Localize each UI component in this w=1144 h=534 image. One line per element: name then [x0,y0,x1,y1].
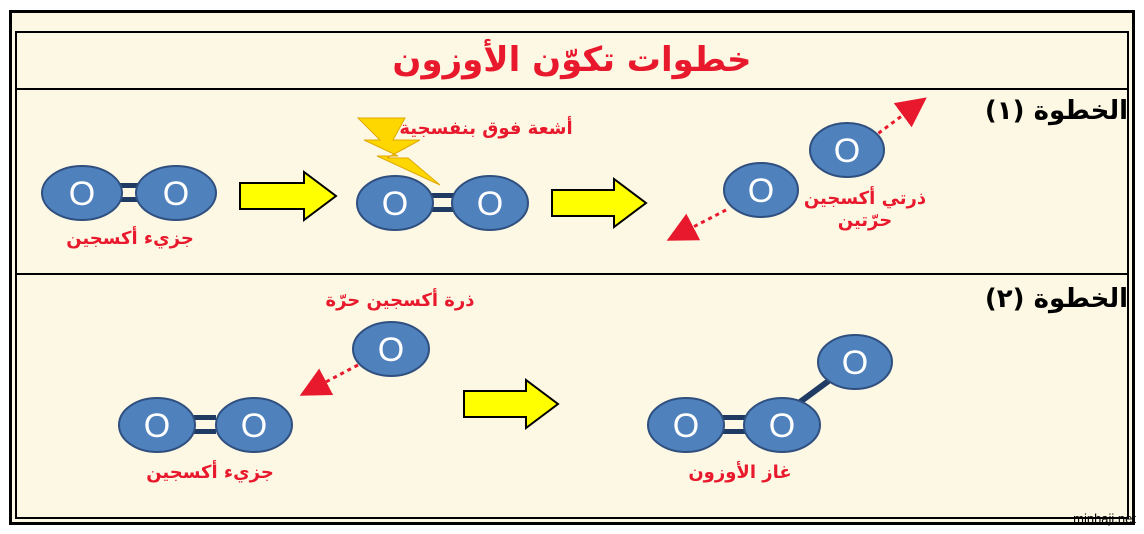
free-oxygen-atom [352,321,430,377]
motion-arrow [299,363,359,396]
atom-symbol: O [241,407,267,445]
oxygen-atom [41,165,123,221]
oxygen-atom [817,334,893,390]
oxygen-atom [118,397,196,453]
atom-symbol: O [748,172,774,210]
oxygen-atom [451,175,529,231]
ozone-label: غاز الأوزون [688,462,792,483]
atom-symbol: O [382,185,408,223]
page-title: خطوات تكوّن الأوزون [392,40,752,80]
oxygen-atom [215,397,293,453]
oxygen-atom [356,175,434,231]
ozone-molecule [647,334,893,453]
o2-molecule-step1 [41,165,217,221]
o2-molecule-label-2: جزيء أكسجين [146,462,274,483]
reaction-arrow-2 [551,177,648,229]
lightning-icon [356,117,441,186]
o2-molecule-step2 [118,397,293,453]
atom-symbol: O [769,407,795,445]
o2-molecule-uv [356,175,529,231]
oxygen-atom [647,397,725,453]
uv-label: أشعة فوق بنفسجية [399,118,573,139]
oxygen-atom [135,165,217,221]
atom-symbol: O [144,407,170,445]
inner-border [15,31,1129,519]
atom-symbols: O O O O O O O O O O O O [69,132,868,445]
atom-symbol: O [477,185,503,223]
credit-text: minhaji.net [1073,511,1136,526]
oxygen-atom [743,397,821,453]
atom-symbol: O [834,132,860,170]
reaction-arrow-1 [239,170,338,222]
diagram-frame [9,10,1135,525]
double-bond-top [112,183,144,188]
motion-arrow [666,208,727,241]
atom-symbol: O [673,407,699,445]
free-oxygen-atom [809,122,885,178]
o2-molecule-label: جزيء أكسجين [66,228,194,249]
free-oxygen-atom [723,162,799,218]
atom-symbol: O [163,175,189,213]
free-atoms-label-line1: ذرتي أكسجين [803,188,927,209]
atom-symbol: O [842,344,868,382]
atom-symbol: O [69,175,95,213]
motion-arrow [871,97,927,140]
section-divider [15,273,1129,275]
step-2-label: الخطوة (٢) [984,284,1128,314]
double-bond-bottom [112,197,144,202]
free-atom-label: ذرة أكسجين حرّة [325,290,475,311]
reaction-arrow-3 [463,378,560,430]
free-atoms-label-line2: حرّتين [837,210,893,231]
title-row [15,31,1129,90]
step-1-label: الخطوة (١) [984,96,1128,126]
atom-symbol: O [378,331,404,369]
